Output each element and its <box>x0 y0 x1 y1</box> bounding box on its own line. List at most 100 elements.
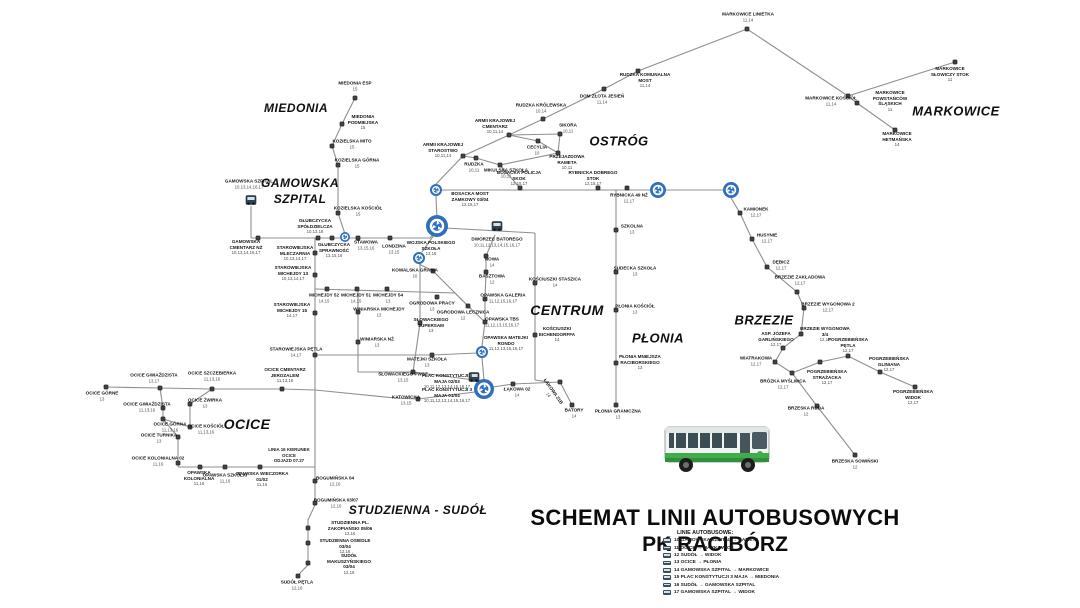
stop-node <box>854 100 860 106</box>
stop-node <box>613 402 619 408</box>
district-label: CENTRUM <box>530 302 604 318</box>
stop-node <box>801 305 807 311</box>
roundabout-icon <box>650 182 666 198</box>
stop-node <box>624 185 630 191</box>
roundabout-icon <box>476 346 488 358</box>
stop-node <box>789 370 795 376</box>
legend-item-text: 13 OCICE → PŁONIA <box>674 560 722 566</box>
map-edge <box>559 381 573 406</box>
stop-node <box>329 143 335 149</box>
stop-node <box>305 525 311 531</box>
stop-node <box>209 386 215 392</box>
stop-node <box>845 353 851 359</box>
stop-node <box>744 26 750 32</box>
stop-node <box>613 269 619 275</box>
stop-node <box>473 155 479 161</box>
map-edge <box>358 371 475 381</box>
stop-node <box>852 452 858 458</box>
stop-node <box>312 478 318 484</box>
stop-node <box>483 253 489 259</box>
map-edge <box>462 155 521 189</box>
roundabout-icon <box>430 184 442 196</box>
stop-node <box>410 369 416 375</box>
stop-node <box>569 402 575 408</box>
map-edge <box>444 227 536 234</box>
map-edge <box>412 264 421 373</box>
legend-item-text: 11 OCICE → MARKOWICE <box>674 545 734 551</box>
stop-node <box>355 309 361 315</box>
map-edge <box>421 234 435 253</box>
stop-node <box>912 384 918 390</box>
stop-node <box>197 464 203 470</box>
stop-node <box>160 405 166 411</box>
map-edge <box>314 288 469 307</box>
map-edge <box>162 418 191 428</box>
stop-node <box>814 403 820 409</box>
roundabout-icon <box>723 182 739 198</box>
title-line1: SCHEMAT LINII AUTOBUSOWYCH <box>530 505 900 530</box>
map-edge <box>159 387 164 419</box>
stop-node <box>339 121 345 127</box>
map-edge <box>162 418 179 467</box>
legend-item-line-13: 13 OCICE → PŁONIA <box>663 559 893 566</box>
stop-node <box>429 352 435 358</box>
stop-node <box>315 235 321 241</box>
stop-node <box>601 86 607 92</box>
legend-item-line-12: 12 SUDÓŁ → WIDOK <box>663 552 893 559</box>
stop-node <box>892 127 898 133</box>
map-edge <box>314 389 476 400</box>
note-line: ODJAZD 07.27 <box>273 457 305 463</box>
stop-node <box>482 296 488 302</box>
stop-node <box>497 162 503 168</box>
map-edge <box>508 134 559 154</box>
bus-icon <box>663 590 671 595</box>
stop-node <box>465 303 471 309</box>
district-label: PŁONIA <box>631 330 685 346</box>
stop-node <box>312 272 318 278</box>
map-edge <box>481 234 496 347</box>
stop-node <box>877 369 883 375</box>
stop-node <box>312 500 318 506</box>
map-edge <box>499 133 561 166</box>
stop-node <box>613 227 619 233</box>
district-label: BRZEZIE <box>734 312 794 328</box>
stop-node <box>460 153 466 159</box>
roundabout-icon <box>340 232 350 242</box>
stop-node <box>557 379 563 385</box>
stop-node <box>354 286 360 292</box>
legend-item-text: 17 GAMOWSKA SZPITAL → WIDOK <box>674 589 755 595</box>
legend-item-line-16: 16 SUDÓŁ → GAMOWSKA SZPITAL <box>663 581 893 588</box>
stop-node <box>352 95 358 101</box>
stop-node <box>613 307 619 313</box>
bus-icon <box>663 538 671 543</box>
stop-node <box>335 162 341 168</box>
legend-title: LINIE AUTOBUSOWE: <box>677 530 734 536</box>
stop-node <box>175 434 181 440</box>
stop-node <box>595 185 601 191</box>
stop-node <box>434 294 440 300</box>
stop-node <box>415 396 421 402</box>
legend-item-text: 10 GAMOWSKA SZPITAL → RAMETA <box>674 538 759 544</box>
map-edge <box>534 379 550 383</box>
stop-node <box>780 345 786 351</box>
district-label: OCICE <box>223 416 271 432</box>
stop-node <box>794 289 800 295</box>
legend-item-text: 15 PLAC KONSTYTUCJI 3 MAJA → MIEDONIA <box>674 575 780 581</box>
stop-node <box>355 339 361 345</box>
stop-node <box>384 286 390 292</box>
bus-icon <box>663 545 671 551</box>
bus-icon <box>663 582 671 588</box>
map-edge <box>791 355 849 374</box>
stop-node <box>312 250 318 256</box>
legend-item-line-14: 14 GAMOWSKA SZPITAL → MARKOWICE <box>663 567 893 574</box>
stop-node <box>635 68 641 74</box>
map-edge <box>331 97 356 238</box>
stop-node <box>257 464 263 470</box>
stop-node <box>540 116 546 122</box>
legend-item-text: 14 GAMOWSKA SZPITAL → MARKOWICE <box>674 567 770 573</box>
stop-node <box>737 210 743 216</box>
stop-node <box>535 138 541 144</box>
stop-node <box>817 359 823 365</box>
stop-node <box>555 150 561 156</box>
map-edge <box>297 467 316 577</box>
